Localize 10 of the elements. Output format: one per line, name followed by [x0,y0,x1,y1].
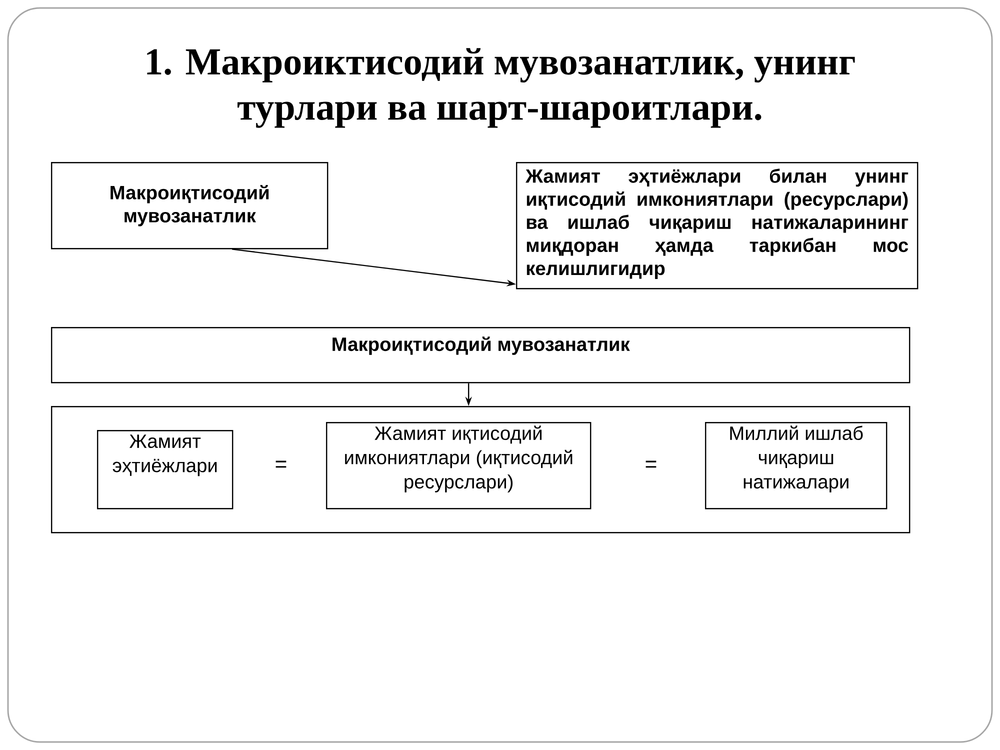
term-box: Жамият иқтисодий имкониятлари (иқтисодий ресурслари) [326,422,592,510]
concept-box: Макроиқтисодий мувозанатлик [51,162,328,250]
definition-box: Жамият эҳтиёжлари билан унинг иқтисодий имкониятлари (ресурслари) ва ишлаб чиқариш натижаларининг миқдоран ҳамда таркибан мос келишлигидир [516,162,918,290]
equals-sign: = [646,460,656,468]
equals-sign: = [276,460,286,468]
term-box: Жамият эҳтиёжлари [97,430,234,510]
group-frame [51,406,910,534]
heading-box: Макроиқтисодий мувозанатлик [51,327,910,384]
term-box: Миллий ишлаб чиқариш натижалари [705,422,888,510]
slide-title: 1. Макроиктисодий мувозанатлик, унинг турлари ва шарт-шароитлари. [147,48,855,128]
